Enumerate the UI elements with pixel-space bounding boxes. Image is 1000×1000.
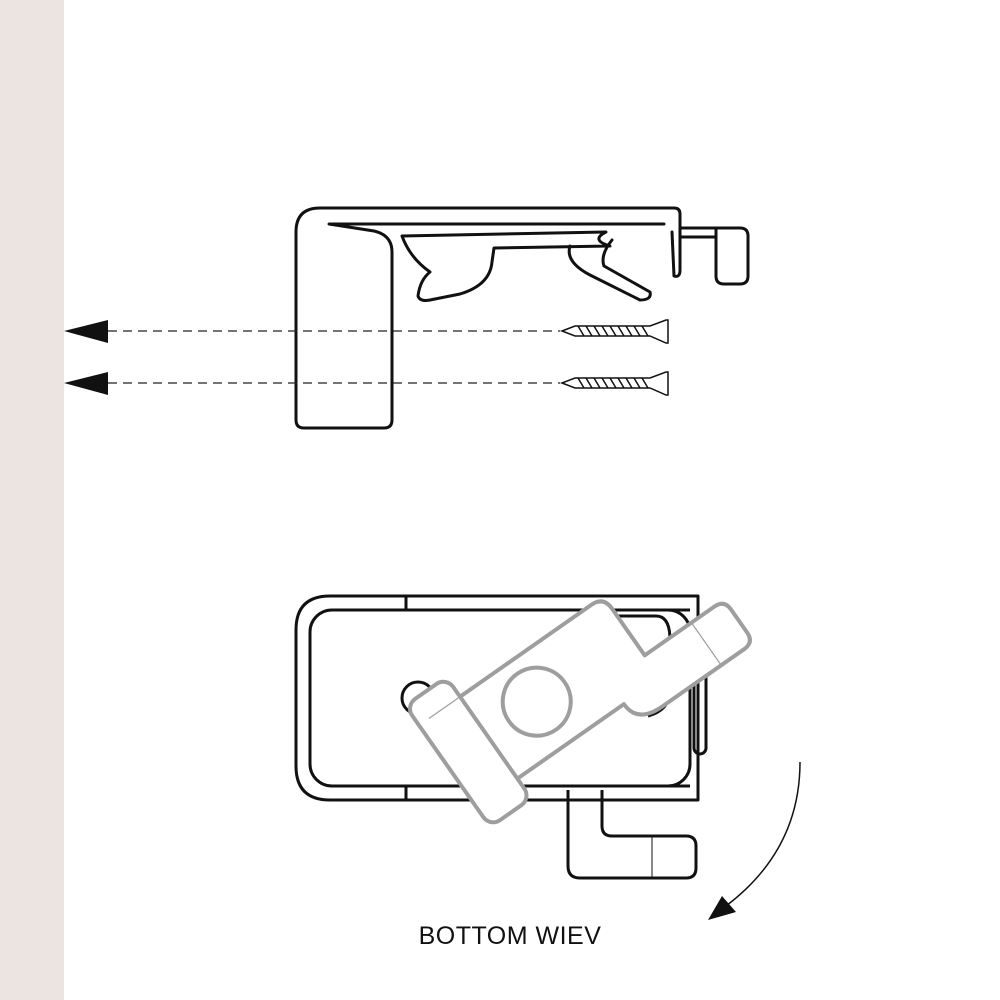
screw-icon — [559, 319, 669, 344]
view-caption: BOTTOM WIEV — [418, 922, 602, 950]
arrow-left-icon — [64, 372, 108, 395]
rotation-arrow-icon — [708, 761, 801, 920]
wall-strip — [0, 0, 64, 1000]
screw-icon — [559, 371, 669, 396]
arrow-left-icon — [64, 320, 108, 343]
bracket-side-view — [294, 206, 750, 430]
rotated-clip-part — [408, 599, 752, 825]
screw-guides — [64, 320, 560, 395]
